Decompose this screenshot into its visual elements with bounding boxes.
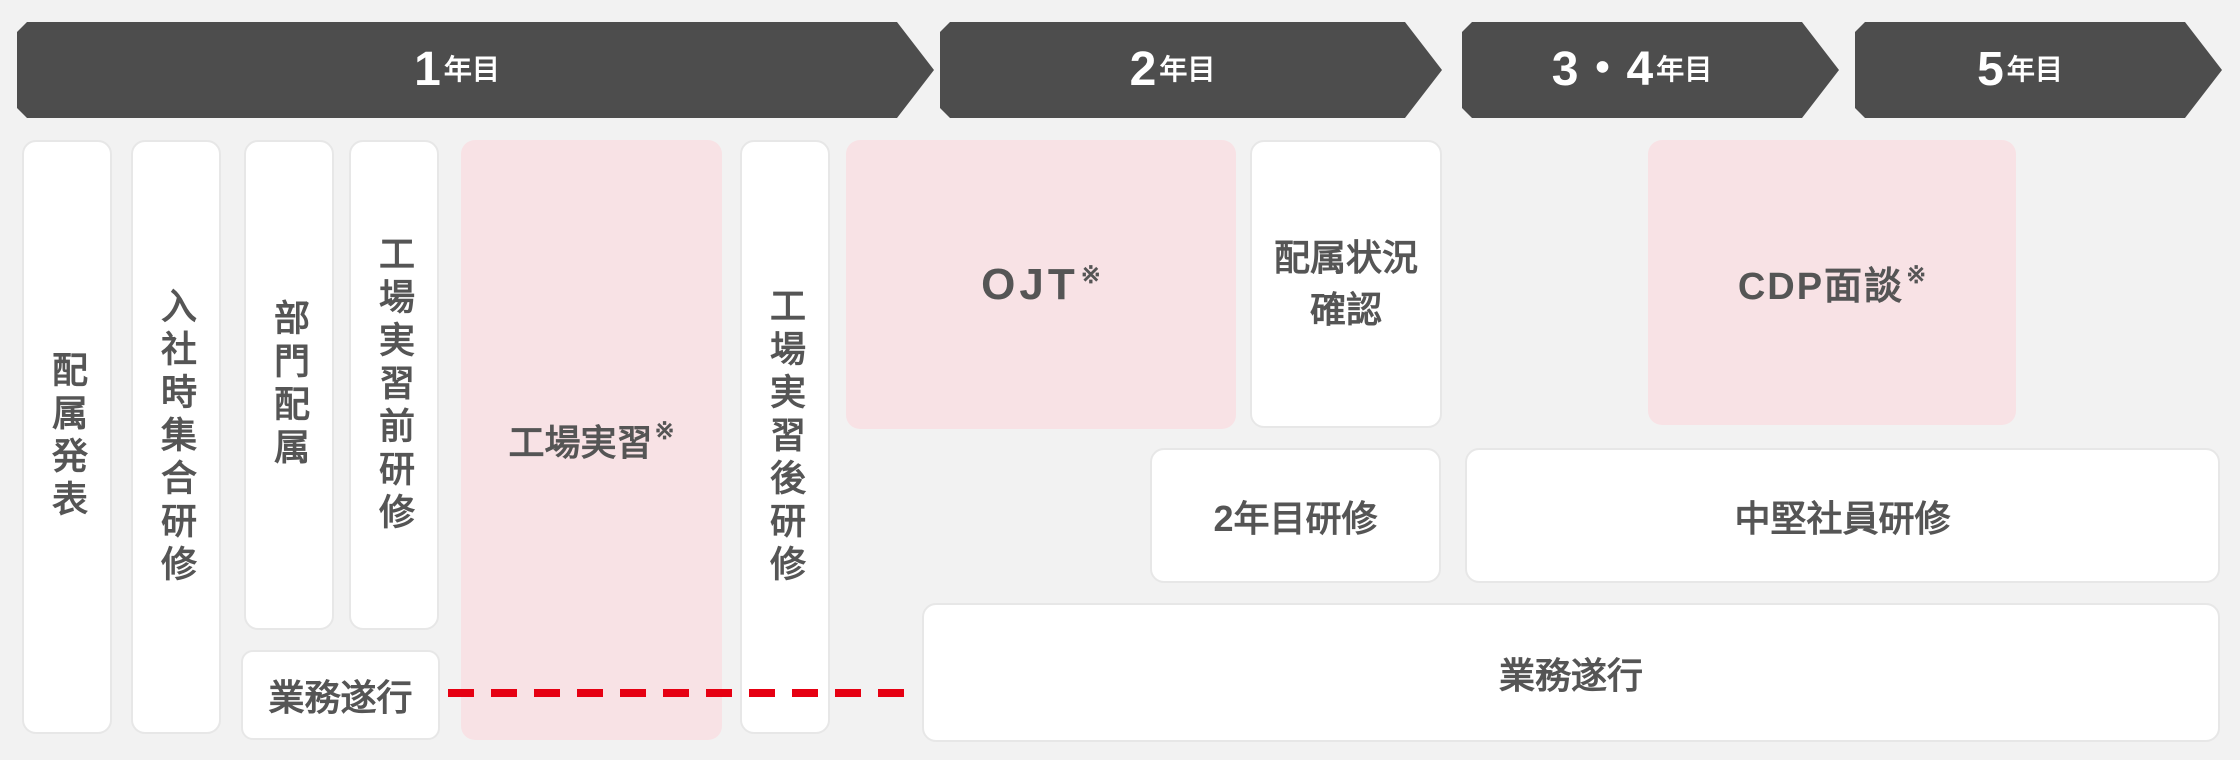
card-cdp-interview-label: CDP面談※ [1738, 255, 1926, 310]
card-second-year-training: 2年目研修 [1150, 448, 1441, 583]
card-factory-training-label: 工場実習※ [508, 414, 674, 466]
card-cdp-interview: CDP面談※ [1648, 140, 2016, 425]
card-factory-training-note: ※ [654, 418, 675, 445]
card-post-factory-training: 工場実習後研修 [740, 140, 830, 734]
card-work-execution-ongoing-label: 業務遂行 [1498, 654, 1643, 696]
card-pre-factory-training-label: 工場実習前研修 [374, 234, 415, 536]
card-post-factory-training-label: 工場実習後研修 [765, 286, 806, 588]
banner-year-1-suffix: 年目 [443, 54, 500, 85]
banner-year-2-number: 2 [1129, 43, 1157, 96]
card-work-execution-ongoing: 業務遂行 [922, 603, 2220, 742]
card-factory-training: 工場実習※ [461, 140, 722, 740]
card-factory-training-text: 工場実習 [508, 422, 653, 463]
card-assignment-status-check-line2: 確認 [1309, 289, 1382, 330]
card-mid-career-training: 中堅社員研修 [1465, 448, 2220, 583]
card-department-assignment-label: 部門配属 [269, 299, 310, 471]
banner-year-5-number: 5 [1977, 43, 2004, 96]
card-ojt-text: OJT [981, 259, 1079, 309]
banner-year-2-suffix: 年目 [1159, 54, 1216, 85]
card-cdp-interview-text: CDP面談 [1737, 266, 1905, 308]
card-assignment-status-check-line1: 配属状況 [1273, 236, 1418, 278]
card-ojt-label: OJT※ [981, 260, 1101, 310]
card-assignment-status-check: 配属状況 確認 [1250, 140, 1442, 428]
card-ojt-note: ※ [1080, 261, 1101, 289]
banner-year-3-4-suffix: 年目 [1656, 54, 1713, 85]
card-work-execution-start-label: 業務遂行 [268, 677, 413, 718]
card-work-execution-start: 業務遂行 [241, 650, 440, 740]
card-assignment-announcement-label: 配属発表 [47, 351, 88, 523]
card-onboarding-group-training: 入社時集合研修 [131, 140, 221, 734]
card-cdp-interview-note: ※ [1906, 262, 1927, 289]
banner-year-3-4-number: 3・4 [1551, 43, 1654, 96]
card-pre-factory-training: 工場実習前研修 [349, 140, 439, 630]
card-department-assignment: 部門配属 [244, 140, 334, 630]
banner-year-1-number: 1 [414, 43, 441, 96]
card-assignment-announcement: 配属発表 [22, 140, 112, 734]
card-second-year-training-label: 2年目研修 [1213, 497, 1378, 539]
banner-year-5-suffix: 年目 [2006, 54, 2063, 85]
card-onboarding-group-training-label: 入社時集合研修 [156, 286, 197, 588]
card-mid-career-training-label: 中堅社員研修 [1734, 497, 1951, 539]
card-ojt: OJT※ [846, 140, 1236, 429]
work-execution-dashed-connector [448, 689, 908, 697]
